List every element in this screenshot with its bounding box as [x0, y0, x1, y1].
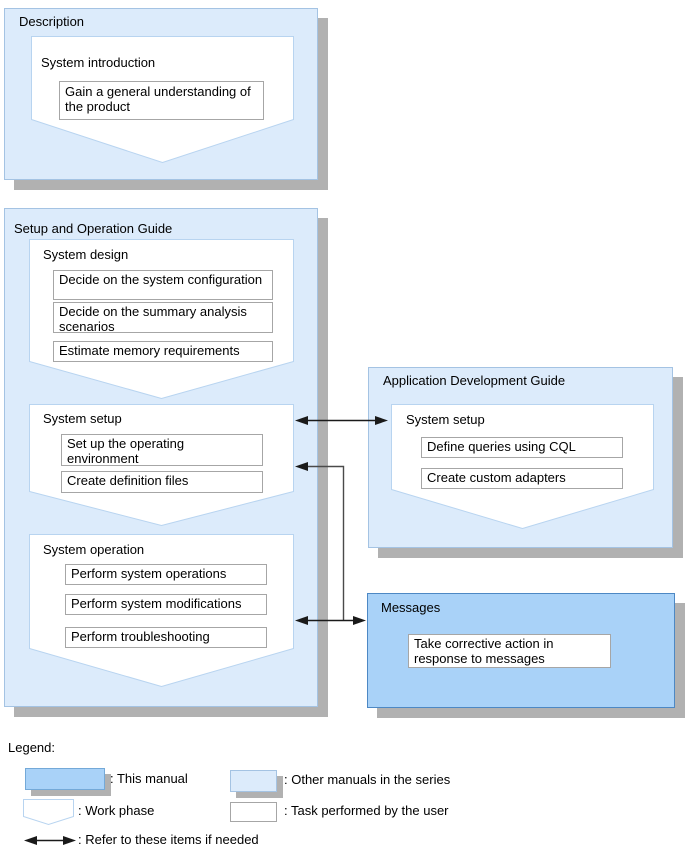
- task-box: Gain a general understanding of the prod…: [59, 81, 264, 120]
- legend-label-other-manuals: : Other manuals in the series: [284, 772, 451, 787]
- work-phase-system-introduction: System introduction Gain a general under…: [31, 36, 294, 163]
- legend-swatch-refer-arrow: [24, 836, 76, 845]
- phase-label: System operation: [43, 542, 145, 557]
- manual-title: Description: [19, 14, 85, 29]
- task-box: Set up the operating environment: [61, 434, 263, 466]
- manual-box-setup-and-operation-guide: Setup and Operation Guide System design …: [4, 208, 318, 707]
- phase-label: System introduction: [41, 55, 156, 70]
- phase-label: System setup: [406, 412, 485, 427]
- legend-swatch-work-phase: [23, 799, 74, 826]
- task-box: Take corrective action in response to me…: [408, 634, 611, 668]
- manual-box-application-development-guide: Application Development Guide System set…: [368, 367, 673, 548]
- task-box: Perform system modifications: [65, 594, 267, 615]
- manual-box-description: Description System introduction Gain a g…: [4, 8, 318, 180]
- task-box: Define queries using CQL: [421, 437, 623, 458]
- work-phase-shape: [391, 404, 654, 529]
- legend-label-this-manual: : This manual: [110, 771, 188, 786]
- legend-title: Legend:: [8, 740, 55, 755]
- legend-label-work-phase: : Work phase: [78, 803, 155, 818]
- manual-title: Application Development Guide: [383, 373, 566, 388]
- task-box: Create definition files: [61, 471, 263, 493]
- task-box: Decide on the system configuration: [53, 270, 273, 300]
- work-phase-system-operation: System operation Perform system operatio…: [29, 534, 294, 687]
- legend-label-refer-arrow: : Refer to these items if needed: [78, 832, 259, 847]
- task-box: Estimate memory requirements: [53, 341, 273, 362]
- task-box: Decide on the summary analysis scenarios: [53, 302, 273, 333]
- task-box: Create custom adapters: [421, 468, 623, 489]
- manual-title: Messages: [381, 600, 441, 615]
- legend-swatch-other-manuals: [230, 770, 277, 792]
- manual-box-messages: Messages Take corrective action in respo…: [367, 593, 675, 708]
- legend-label-task: : Task performed by the user: [284, 803, 449, 818]
- manual-title: Setup and Operation Guide: [14, 221, 173, 236]
- work-phase-system-setup: System setup Set up the operating enviro…: [29, 404, 294, 526]
- work-phase-system-design: System design Decide on the system confi…: [29, 239, 294, 399]
- work-phase-system-setup-adg: System setup Define queries using CQL Cr…: [391, 404, 654, 529]
- phase-label: System setup: [43, 411, 122, 426]
- task-box: Perform system operations: [65, 564, 267, 585]
- phase-label: System design: [43, 247, 129, 262]
- task-box: Perform troubleshooting: [65, 627, 267, 648]
- legend-swatch-task: [230, 802, 277, 822]
- legend-swatch-this-manual: [25, 768, 105, 790]
